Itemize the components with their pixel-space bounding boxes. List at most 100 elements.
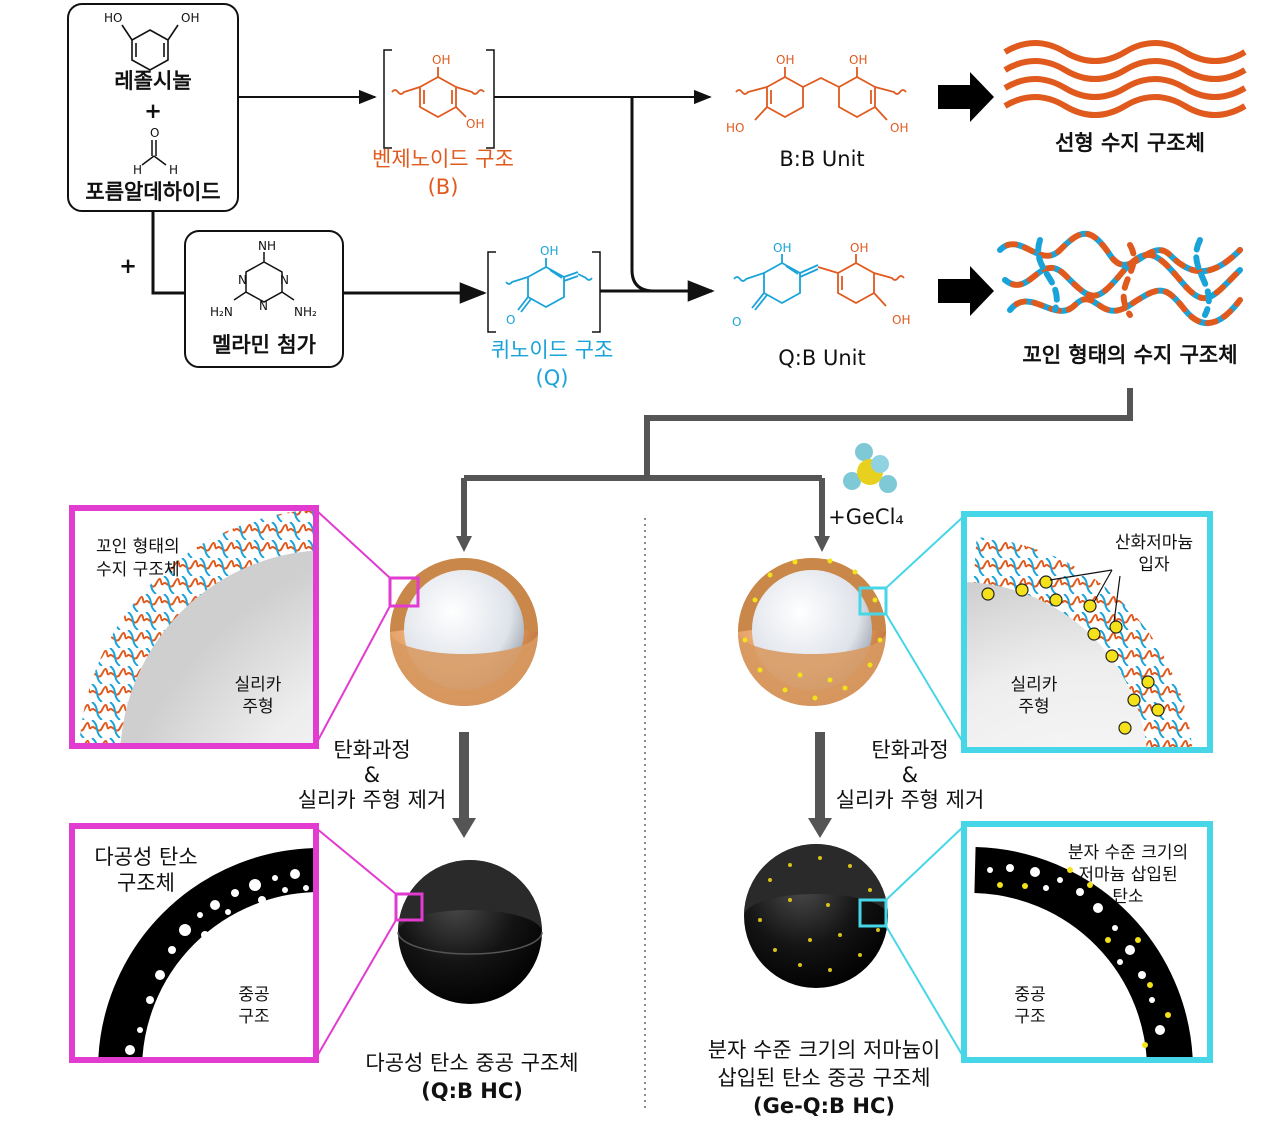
resorcinol-label: 레졸시놀 (114, 69, 191, 93)
right-zoom-line-1 (885, 515, 965, 589)
left-porous-1: 다공성 탄소 (94, 845, 197, 869)
left-silica-2: 주형 (242, 697, 273, 717)
qb-o: O (732, 315, 741, 329)
melamine-label: 멜라민 첨가 (212, 333, 317, 357)
formaldehyde-h-right: H (169, 163, 178, 177)
right-process-1: 탄화과정 (871, 738, 948, 762)
left-carbon-inset (69, 823, 319, 1063)
quinoid-code: (Q) (536, 366, 569, 390)
left-hollow-1: 중공 (238, 985, 269, 1005)
right-geo2-2: 입자 (1138, 555, 1170, 575)
left-porous-2: 구조체 (117, 871, 175, 895)
plus-melamine: + (119, 254, 137, 278)
linear-resin-label: 선형 수지 구조체 (1055, 131, 1205, 155)
right-geo2-1: 산화저마늄 (1115, 533, 1193, 553)
right-ge-3: 탄소 (1112, 887, 1143, 907)
benzenoid-oh-bottom: OH (466, 117, 484, 131)
gecl4-label: +GeCl₄ (828, 505, 904, 529)
benzenoid-label: 벤제노이드 구조 (372, 147, 514, 171)
left-resin-inset (69, 505, 319, 749)
right-process-2: & (902, 763, 918, 787)
right-resin-sphere (738, 558, 886, 706)
twisted-resin-label: 꼬인 형태의 수지 구조체 (1022, 343, 1237, 367)
quinoid-label: 퀴노이드 구조 (491, 338, 614, 362)
melamine-n3: N (259, 299, 268, 313)
bb-unit-structure: OH OH HO OH (726, 53, 908, 135)
right-zoom-line-2 (885, 613, 965, 745)
plus-sign: + (144, 99, 162, 123)
left-silica-1: 실리카 (235, 675, 282, 695)
benzenoid-code: (B) (428, 175, 459, 199)
right-ge-2: 저마늄 삽입된 (1078, 865, 1177, 885)
right-process-3: 실리카 주형 제거 (836, 788, 985, 812)
left-zoom-line-2 (315, 605, 391, 745)
right-zoom-line-4 (885, 925, 965, 1059)
left-process-2: & (364, 763, 380, 787)
bb-oh-2: OH (849, 53, 867, 67)
resorcinol-oh-left: HO (104, 11, 122, 25)
reactants-box: HO OH 레졸시놀 + O H H 포름알데하이드 (67, 3, 239, 212)
arrow-to-linear (938, 72, 994, 122)
formaldehyde-label: 포름알데하이드 (85, 180, 220, 204)
bb-oh-3: OH (890, 121, 908, 135)
right-silica-2: 주형 (1018, 697, 1049, 717)
bb-ho: HO (726, 121, 744, 135)
left-inset-title-2: 수지 구조체 (96, 560, 180, 580)
left-process-3: 실리카 주형 제거 (298, 788, 447, 812)
melamine-structure (233, 252, 295, 303)
left-process-1: 탄화과정 (333, 738, 410, 762)
formaldehyde-h-left: H (133, 163, 142, 177)
left-zoom-line-1 (315, 509, 391, 579)
qb-unit-label: Q:B Unit (778, 346, 865, 370)
arrow-to-left-sphere (456, 536, 472, 552)
resorcinol-oh-right: OH (181, 11, 199, 25)
left-process-arrow-shaft (459, 732, 469, 820)
resorcinol-structure (121, 24, 179, 71)
right-ge-1: 분자 수준 크기의 (1068, 843, 1188, 863)
right-process-arrow-head (808, 818, 832, 838)
left-inset-title-1: 꼬인 형태의 (96, 537, 180, 557)
right-hollow-1: 중공 (1014, 985, 1045, 1005)
qb-oh-quinoid: OH (773, 241, 791, 255)
linear-resin-image (1003, 40, 1247, 118)
bb-oh-1: OH (776, 53, 794, 67)
right-resin-inset (961, 511, 1213, 753)
right-carbon-sphere (744, 844, 888, 988)
formaldehyde-o: O (150, 126, 159, 140)
right-silica-1: 실리카 (1011, 675, 1058, 695)
quinoid-structure: OH O (487, 244, 601, 333)
qb-unit-structure: OH O OH OH (732, 241, 910, 329)
left-zoom-box-bottom (394, 892, 424, 922)
right-final-2: 삽입된 탄소 중공 구조체 (717, 1066, 930, 1090)
left-resin-sphere (390, 558, 538, 706)
qb-oh-benz2: OH (892, 313, 910, 327)
right-final-3: (Ge-Q:B HC) (753, 1094, 895, 1118)
formaldehyde-structure (141, 140, 167, 166)
benzenoid-structure: OH OH (383, 49, 495, 149)
benzenoid-oh-top: OH (432, 53, 450, 67)
left-hollow-2: 구조 (238, 1007, 269, 1027)
left-final-2: (Q:B HC) (421, 1079, 523, 1103)
qb-oh-benz: OH (850, 241, 868, 255)
left-zoom-line-3 (315, 827, 397, 895)
twisted-resin-image (997, 230, 1243, 327)
right-process-arrow-shaft (815, 732, 825, 820)
melamine-nh2-left: H₂N (210, 305, 233, 319)
gray-branch-connector (461, 388, 1133, 540)
right-zoom-box-top (858, 586, 888, 616)
connector-b-to-qb (630, 97, 655, 293)
melamine-nh2-right: NH₂ (294, 305, 317, 319)
left-final-1: 다공성 탄소 중공 구조체 (365, 1051, 578, 1075)
right-zoom-line-3 (885, 825, 965, 901)
right-carbon-inset (961, 821, 1213, 1063)
arrow-to-right-sphere (814, 536, 830, 552)
quinoid-oh: OH (540, 244, 558, 258)
bb-unit-label: B:B Unit (779, 147, 864, 171)
right-zoom-box-bottom (858, 898, 888, 928)
right-final-1: 분자 수준 크기의 저마늄이 (708, 1038, 941, 1062)
left-zoom-line-4 (315, 919, 397, 1059)
left-process-arrow-head (452, 818, 476, 838)
left-zoom-box-top (388, 576, 420, 608)
melamine-n2: N (280, 273, 289, 287)
